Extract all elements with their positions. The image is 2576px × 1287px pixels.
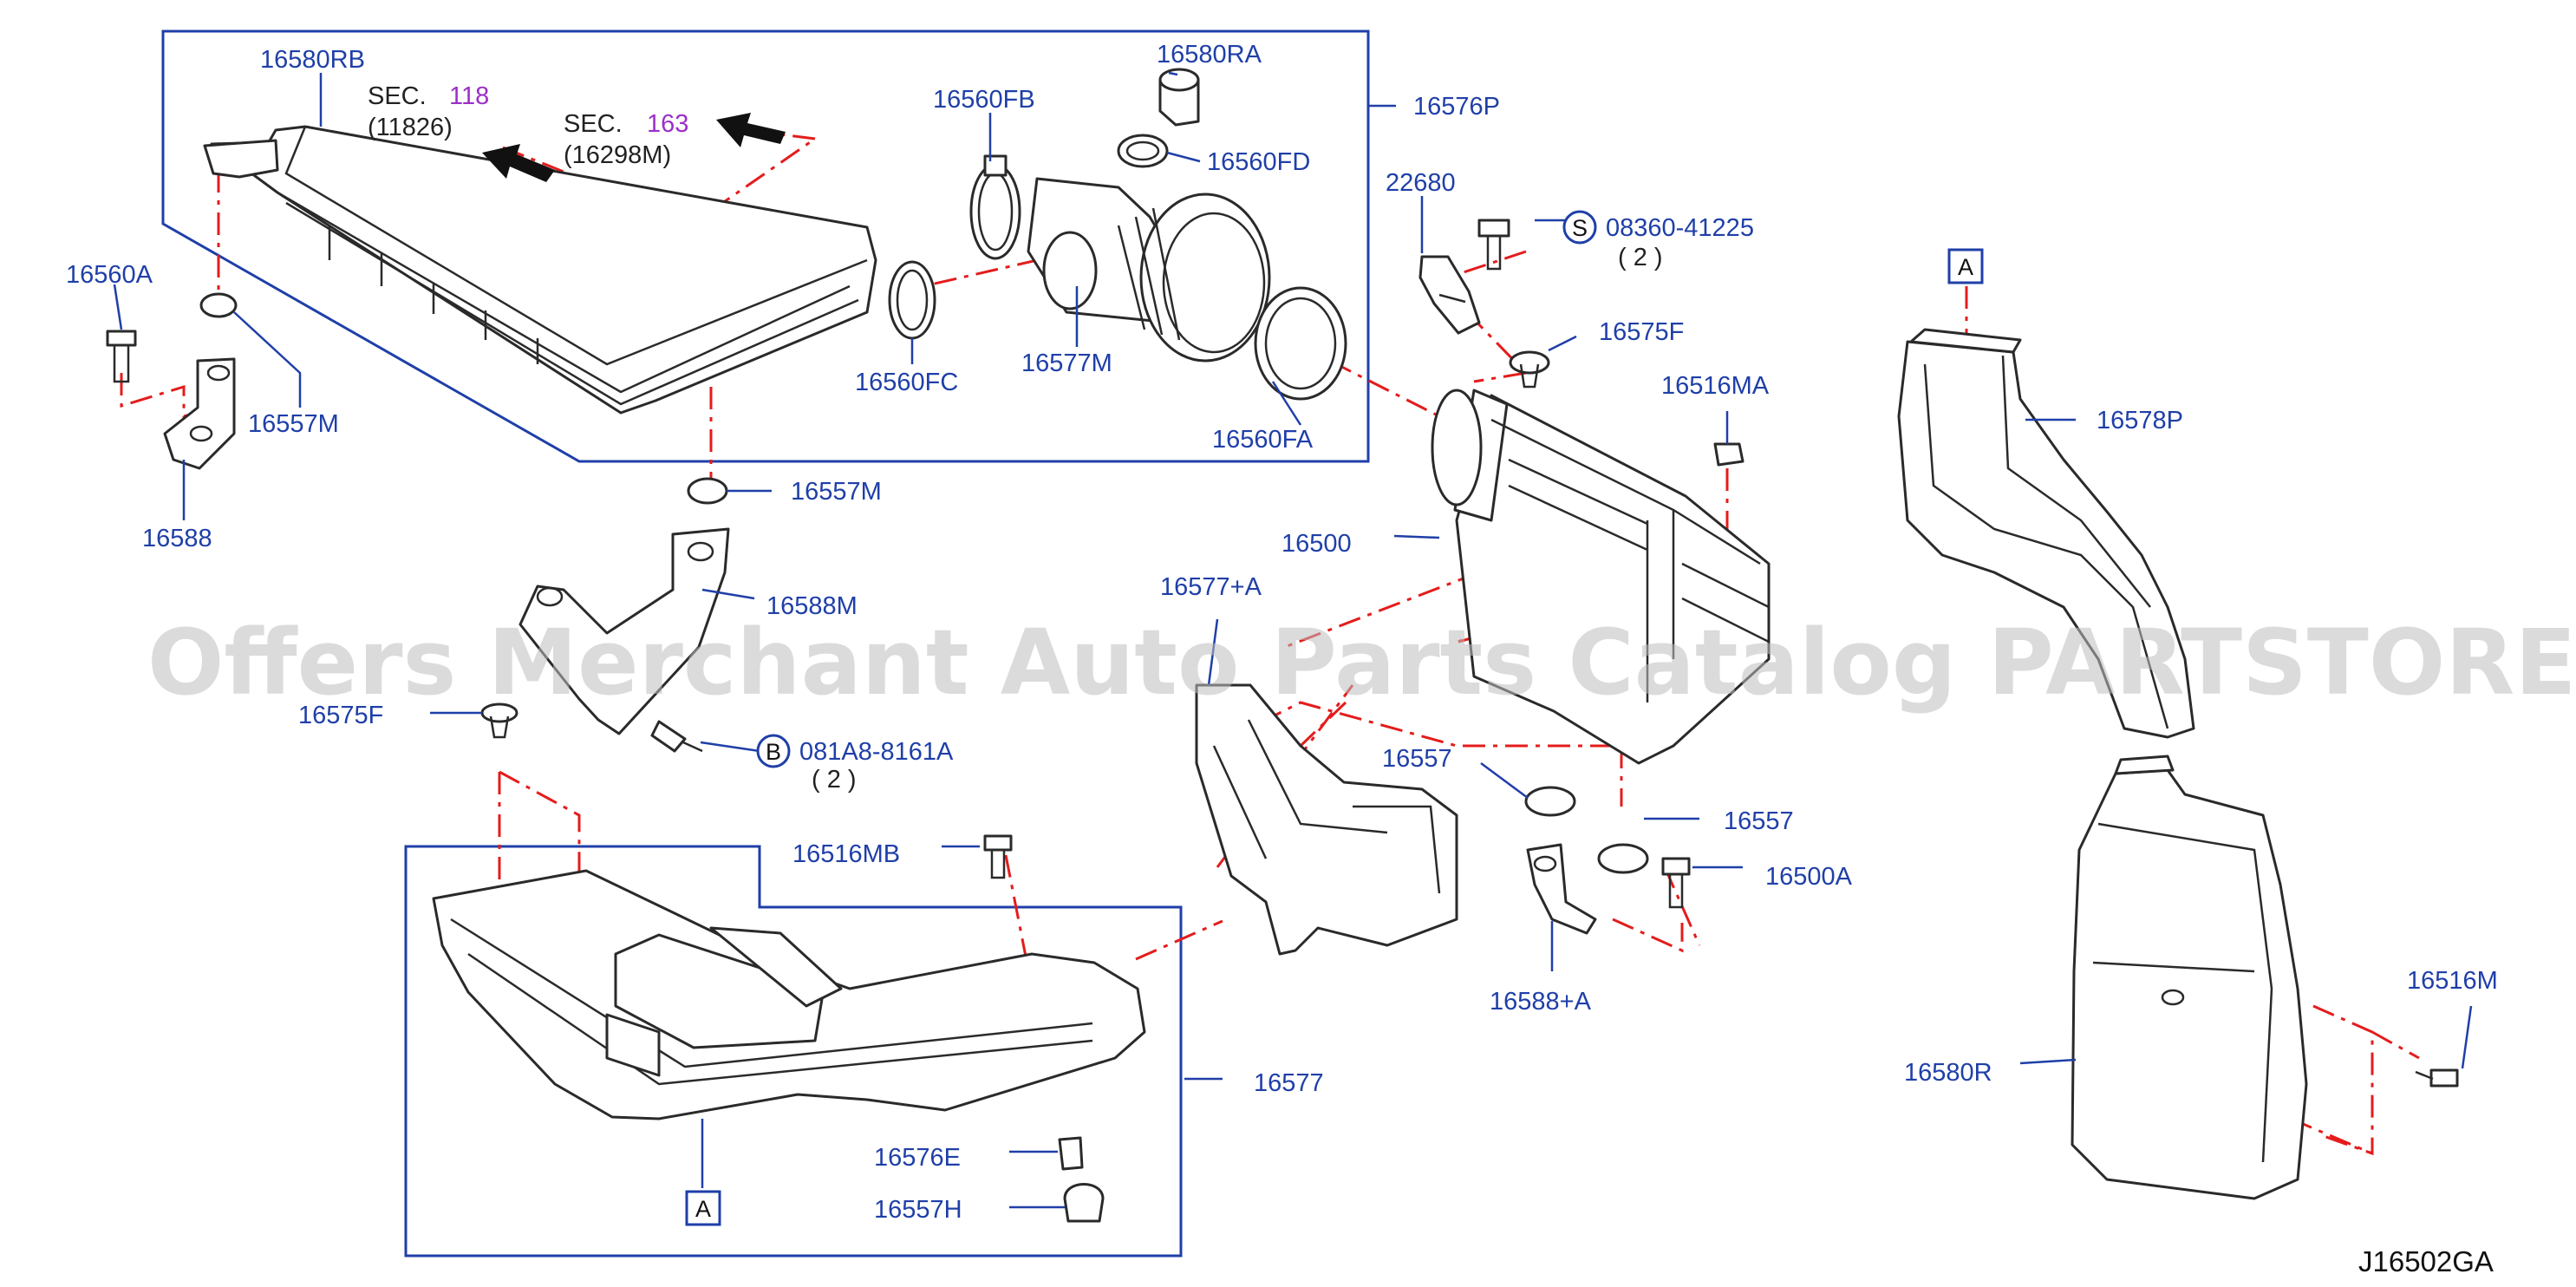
clamp-16560FB bbox=[969, 154, 1021, 260]
grommet-16557-a bbox=[1524, 786, 1576, 817]
sec-118-arrow bbox=[482, 144, 555, 182]
bolt-callout-B-letter: B bbox=[766, 739, 781, 765]
marker-A-top: A bbox=[1947, 248, 1984, 284]
intake-hose-16577M bbox=[1027, 177, 1271, 363]
part-label-16560FB[interactable]: 16560FB bbox=[933, 86, 1035, 114]
clamp-16560FD bbox=[1117, 134, 1169, 168]
fitting-16580RA bbox=[1158, 68, 1200, 127]
part-label-16557-a[interactable]: 16557 bbox=[1382, 745, 1452, 773]
nut-16516MA bbox=[1713, 442, 1745, 467]
part-label-16577[interactable]: 16577 bbox=[1254, 1069, 1324, 1097]
part-label-16577A[interactable]: 16577+A bbox=[1160, 573, 1262, 601]
part-label-16557M-lower[interactable]: 16557M bbox=[791, 478, 882, 506]
grommet-16557M-lower bbox=[687, 477, 728, 505]
part-label-16588M[interactable]: 16588M bbox=[766, 592, 858, 620]
air-cleaner-16500 bbox=[1431, 389, 1771, 765]
part-label-16576E[interactable]: 16576E bbox=[874, 1144, 961, 1172]
air-duct-16580RB bbox=[203, 125, 877, 415]
bolt-callout-B-qty: ( 2 ) bbox=[812, 766, 857, 794]
marker-A-bottom-letter: A bbox=[695, 1196, 711, 1222]
part-label-16560A[interactable]: 16560A bbox=[66, 261, 153, 289]
clamp-16560FC bbox=[888, 260, 936, 340]
sec-163-number[interactable]: 163 bbox=[647, 110, 688, 138]
part-label-16588[interactable]: 16588 bbox=[142, 525, 212, 552]
bolt-16516MB bbox=[983, 834, 1013, 879]
duct-16580R bbox=[2071, 755, 2308, 1200]
upper-group-frame bbox=[161, 29, 1370, 463]
bolt-callout-B: B bbox=[756, 734, 791, 768]
part-label-16575F-right[interactable]: 16575F bbox=[1599, 318, 1684, 346]
part-label-16580R[interactable]: 16580R bbox=[1904, 1059, 1992, 1087]
leader-lines bbox=[113, 71, 2473, 1209]
part-label-16577M[interactable]: 16577M bbox=[1021, 350, 1112, 377]
watermark-text: Offers Merchant Auto Parts Catalog PARTS… bbox=[147, 610, 2576, 715]
bracket-16588 bbox=[163, 357, 236, 470]
bolt-callout-S-qty: ( 2 ) bbox=[1618, 244, 1663, 271]
part-label-16516MA[interactable]: 16516MA bbox=[1661, 372, 1770, 400]
part-label-16557-b[interactable]: 16557 bbox=[1724, 807, 1794, 835]
part-label-16575F-left[interactable]: 16575F bbox=[298, 702, 383, 729]
part-label-16560FC[interactable]: 16560FC bbox=[855, 369, 958, 396]
grommet-16557-b bbox=[1597, 843, 1649, 874]
bolt-16500A bbox=[1661, 857, 1691, 909]
part-label-16500[interactable]: 16500 bbox=[1281, 530, 1352, 558]
marker-A-bottom: A bbox=[685, 1190, 721, 1226]
bolt-B bbox=[650, 720, 703, 753]
duct-16577A bbox=[1195, 683, 1458, 956]
lower-group-frame bbox=[404, 845, 1183, 1258]
diagram-code: J16502GA bbox=[2358, 1245, 2494, 1277]
part-label-16578P[interactable]: 16578P bbox=[2097, 407, 2183, 434]
clamp-16560FA bbox=[1254, 286, 1347, 401]
part-label-16560FD[interactable]: 16560FD bbox=[1207, 148, 1310, 176]
bolt-callout-S-letter: S bbox=[1572, 215, 1588, 241]
sec-163-prefix: SEC. bbox=[564, 110, 623, 138]
part-label-16580RA[interactable]: 16580RA bbox=[1157, 41, 1262, 69]
clip-16575F-right bbox=[1509, 350, 1550, 389]
sec-118-number[interactable]: 118 bbox=[449, 82, 489, 110]
part-label-16557H[interactable]: 16557H bbox=[874, 1196, 962, 1224]
grommet-16557H bbox=[1063, 1183, 1105, 1223]
part-label-16500A[interactable]: 16500A bbox=[1765, 863, 1853, 891]
resonator-16577 bbox=[432, 869, 1146, 1120]
part-label-16516MB[interactable]: 16516MB bbox=[792, 840, 900, 868]
bracket-16588M bbox=[518, 527, 730, 735]
marker-A-top-letter: A bbox=[1958, 254, 1973, 280]
sensor-22680 bbox=[1418, 255, 1481, 335]
sec-163-sub: (16298M) bbox=[564, 141, 671, 169]
bolt-callout-B-code[interactable]: 081A8-8161A bbox=[799, 738, 954, 766]
bolt-16516M bbox=[2415, 1068, 2459, 1088]
part-label-16588A[interactable]: 16588+A bbox=[1490, 988, 1592, 1016]
bolt-callout-S: S bbox=[1562, 210, 1597, 245]
part-label-16560FA[interactable]: 16560FA bbox=[1212, 426, 1314, 454]
part-label-16576P[interactable]: 16576P bbox=[1413, 93, 1500, 121]
sec-118-sub: (11826) bbox=[368, 114, 453, 141]
bolt-S bbox=[1477, 219, 1510, 271]
part-label-16557M-upper[interactable]: 16557M bbox=[248, 410, 339, 438]
bolt-callout-S-code[interactable]: 08360-41225 bbox=[1606, 214, 1754, 242]
bolt-16560A bbox=[106, 330, 137, 383]
sec-163-arrow bbox=[716, 113, 786, 147]
part-label-16516M[interactable]: 16516M bbox=[2407, 967, 2498, 995]
sec-118-prefix: SEC. bbox=[368, 82, 427, 110]
part-label-22680[interactable]: 22680 bbox=[1386, 169, 1456, 197]
grommet-16557M-upper bbox=[199, 292, 238, 318]
part-label-16580RB[interactable]: 16580RB bbox=[260, 46, 365, 74]
fitting-16576E bbox=[1058, 1136, 1084, 1171]
bracket-16588A bbox=[1526, 843, 1597, 935]
duct-16578P bbox=[1897, 328, 2195, 739]
